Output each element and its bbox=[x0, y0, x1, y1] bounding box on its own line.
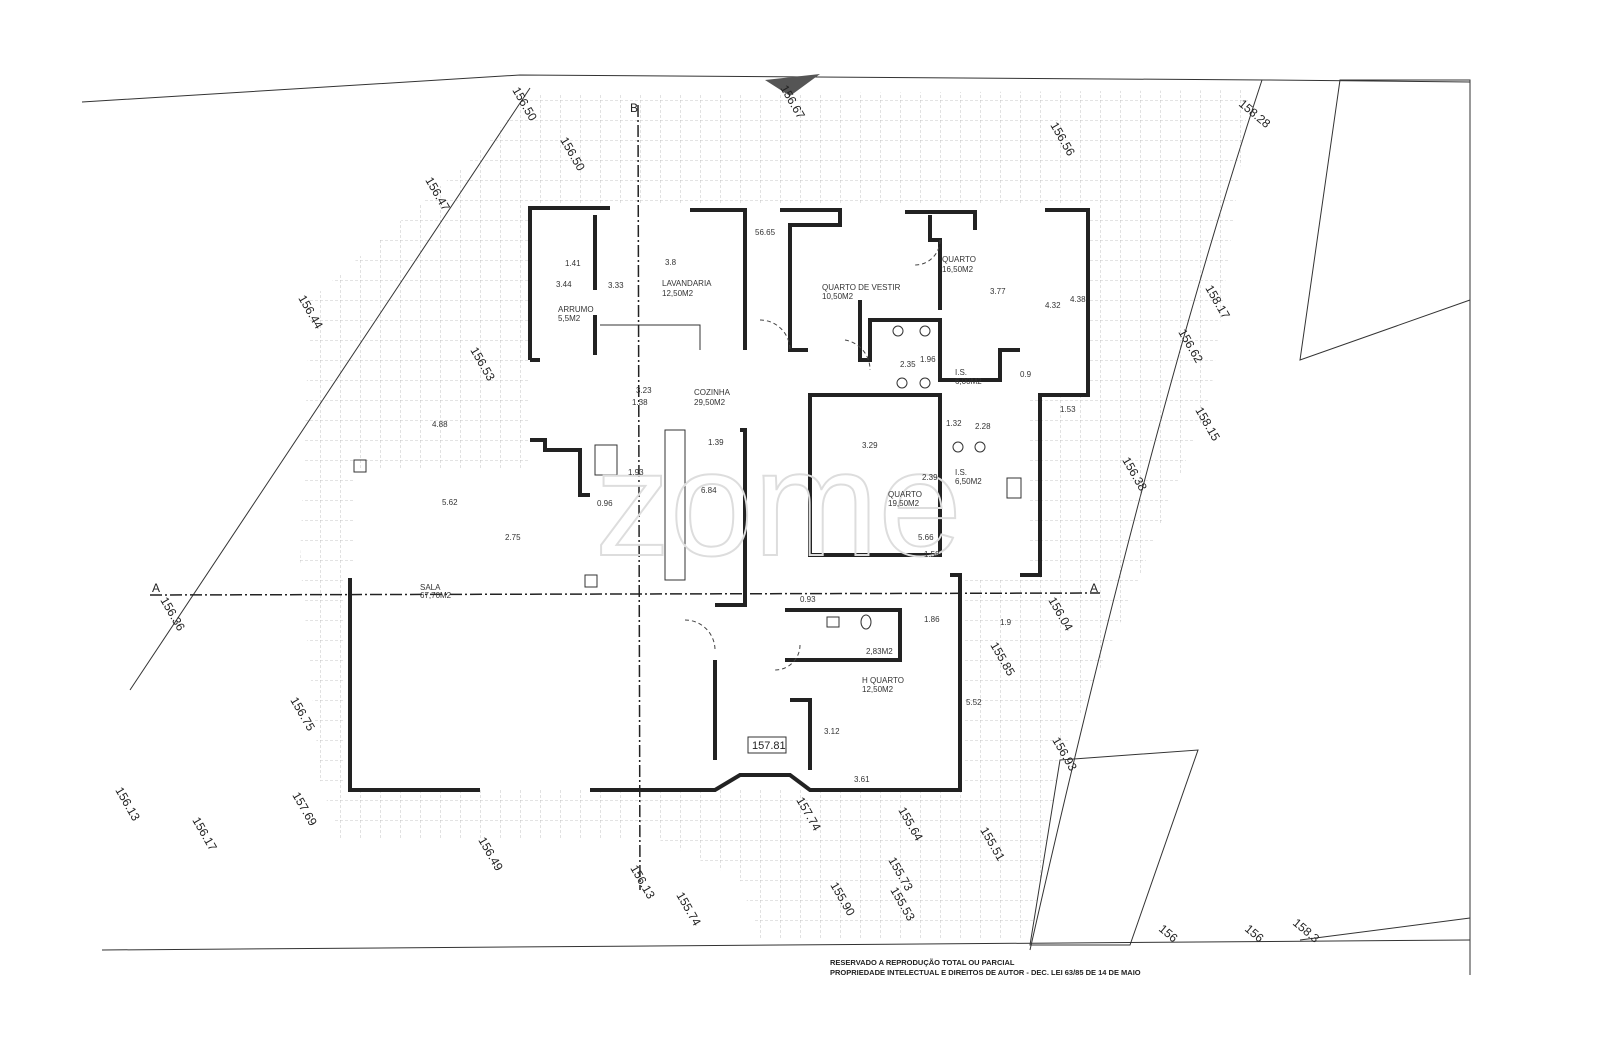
elevation: 156.13 bbox=[112, 785, 143, 824]
room-quarto-vestir-name: QUARTO DE VESTIR bbox=[822, 283, 901, 292]
watermark-logo: zome bbox=[595, 419, 962, 587]
dimension: 1.39 bbox=[708, 438, 724, 447]
entrance-level: 157.81 bbox=[747, 736, 787, 754]
entrance-level-value: 157.81 bbox=[752, 740, 786, 752]
dimension: 1.9 bbox=[1000, 618, 1012, 627]
section-marker-b: B bbox=[630, 101, 638, 115]
dimension: 1.32 bbox=[946, 419, 962, 428]
dimension: 4.88 bbox=[432, 420, 448, 429]
room-arrumos-name: ARRUMO bbox=[558, 305, 594, 314]
dimension: 3.12 bbox=[824, 727, 840, 736]
dimension: 56.65 bbox=[755, 228, 776, 237]
room-quarto2-area: 19,50M2 bbox=[888, 499, 920, 508]
dimension: 2.35 bbox=[900, 360, 916, 369]
room-quarto2-name: QUARTO bbox=[888, 490, 922, 499]
room-lavandaria-area: 12,50M2 bbox=[662, 289, 694, 298]
elevation: 157.69 bbox=[289, 790, 320, 829]
room-wc2-area: 6,50M2 bbox=[955, 477, 982, 486]
dimension: 6.84 bbox=[701, 486, 717, 495]
dimension: 3.8 bbox=[665, 258, 677, 267]
dimension: 1.96 bbox=[920, 355, 936, 364]
room-cozinha-name: COZINHA bbox=[694, 388, 731, 397]
dimension: 3.77 bbox=[990, 287, 1006, 296]
dimension: 2.75 bbox=[505, 533, 521, 542]
room-wc3-area: 2,83M2 bbox=[866, 647, 893, 656]
dimension: 5.62 bbox=[442, 498, 458, 507]
elevation: 156.36 bbox=[157, 595, 188, 634]
elevation: 155.74 bbox=[673, 890, 704, 929]
dimension: 2.39 bbox=[922, 473, 938, 482]
dimension: 1.86 bbox=[924, 615, 940, 624]
dimension: 3.61 bbox=[854, 775, 870, 784]
room-wc1-area: 6,00M2 bbox=[955, 377, 982, 386]
dimension: 1.53 bbox=[1060, 405, 1076, 414]
dimension: 5.66 bbox=[918, 533, 934, 542]
dimension-labels: 1.41 3.8 3.44 3.33 3.23 1.38 1.39 1.93 6… bbox=[432, 228, 1086, 784]
room-labels: LAVANDARIA 12,50M2 ARRUMO 5,5M2 COZINHA … bbox=[420, 255, 982, 694]
building bbox=[149, 104, 1101, 891]
dimension: 3.44 bbox=[556, 280, 572, 289]
dimension: 3.33 bbox=[608, 281, 624, 290]
room-quarto3-name: H QUARTO bbox=[862, 676, 904, 685]
dimension: 5.52 bbox=[966, 698, 982, 707]
room-sala-area: 67,70M2 bbox=[420, 591, 452, 600]
room-quarto-vestir-area: 10,50M2 bbox=[822, 292, 854, 301]
room-cozinha-area: 29,50M2 bbox=[694, 398, 726, 407]
room-quarto1-name: QUARTO bbox=[942, 255, 976, 264]
dimension: 1.38 bbox=[632, 398, 648, 407]
section-marker-a: A bbox=[1090, 581, 1098, 595]
copyright-line-2: PROPRIEDADE INTELECTUAL E DIREITOS DE AU… bbox=[830, 968, 1141, 977]
dimension: 4.38 bbox=[1070, 295, 1086, 304]
elevation: 156.13 bbox=[627, 863, 658, 902]
dimension: 3.23 bbox=[636, 386, 652, 395]
room-sala-name: SALA bbox=[420, 583, 441, 592]
elevation: 156.49 bbox=[475, 835, 506, 874]
room-quarto1-area: 16,50M2 bbox=[942, 265, 974, 274]
copyright-line-1: RESERVADO A REPRODUÇÃO TOTAL OU PARCIAL bbox=[830, 958, 1015, 967]
room-wc1-name: I.S. bbox=[955, 368, 967, 377]
room-lavandaria-name: LAVANDARIA bbox=[662, 279, 712, 288]
elevation: 156.17 bbox=[189, 815, 220, 854]
section-marker-a: A bbox=[152, 581, 160, 595]
dimension: 3.29 bbox=[862, 441, 878, 450]
dimension: 1.58 bbox=[924, 550, 940, 559]
dimension: 2.28 bbox=[975, 422, 991, 431]
dimension: 1.41 bbox=[565, 259, 581, 268]
dimension: 1.93 bbox=[628, 468, 644, 477]
room-wc2-name: I.S. bbox=[955, 468, 967, 477]
dimension: 4.32 bbox=[1045, 301, 1061, 310]
dimension: 0.93 bbox=[800, 595, 816, 604]
room-quarto3-area: 12,50M2 bbox=[862, 685, 894, 694]
dimension: 0.96 bbox=[597, 499, 613, 508]
dimension: 0.9 bbox=[1020, 370, 1032, 379]
room-arrumos-area: 5,5M2 bbox=[558, 314, 581, 323]
